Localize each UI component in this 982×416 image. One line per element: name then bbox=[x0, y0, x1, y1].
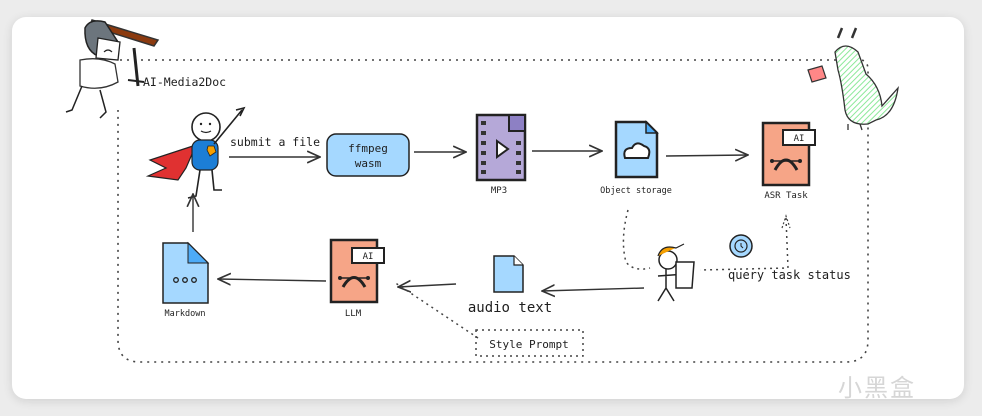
asr-task-icon bbox=[761, 121, 816, 187]
edge-label-submit: submit a file bbox=[230, 135, 320, 149]
diagram-canvas bbox=[12, 17, 964, 399]
dotted-arrowhead-asr bbox=[781, 214, 791, 229]
arrows bbox=[193, 151, 748, 291]
mp3-label: MP3 bbox=[491, 186, 507, 196]
audio-text-label: audio text bbox=[468, 300, 552, 316]
arrow-worker-to-audio-text bbox=[542, 288, 645, 291]
watermark: 小黑盒 bbox=[838, 374, 916, 402]
arrow-audio-text-to-llm bbox=[398, 284, 457, 287]
llm-label: LLM bbox=[345, 309, 362, 319]
mp3-video-icon bbox=[475, 113, 527, 182]
ffmpeg-label-line2: wasm bbox=[355, 157, 382, 170]
llm-icon bbox=[329, 238, 385, 304]
ffmpeg-node bbox=[326, 133, 410, 177]
object-storage-icon bbox=[614, 120, 659, 179]
style-prompt-box bbox=[475, 329, 584, 357]
ffmpeg-label-line1: ffmpeg bbox=[348, 142, 388, 155]
query-status-label: query task status bbox=[728, 268, 851, 282]
diagram-title: AI-Media2Doc bbox=[143, 75, 226, 89]
worker-illustration bbox=[657, 243, 695, 302]
markdown-icon bbox=[162, 241, 210, 304]
asr-task-label: ASR Task bbox=[764, 191, 808, 201]
style-prompt-label: Style Prompt bbox=[489, 338, 568, 351]
knight-illustration bbox=[65, 19, 160, 119]
system-boundary bbox=[117, 59, 869, 363]
markdown-label: Markdown bbox=[165, 309, 206, 319]
clock-icon bbox=[729, 234, 753, 258]
user-illustration bbox=[145, 106, 246, 199]
arrow-storage-to-asr bbox=[665, 155, 748, 156]
audio-text-icon bbox=[493, 255, 524, 293]
object-storage-label: Object storage bbox=[600, 186, 672, 196]
llm-ai-badge: AI bbox=[363, 252, 374, 262]
arrow-llm-to-markdown bbox=[218, 279, 327, 281]
dotted-connectors bbox=[393, 209, 789, 339]
dragon-illustration bbox=[807, 27, 899, 131]
asr-ai-badge: AI bbox=[794, 134, 805, 144]
